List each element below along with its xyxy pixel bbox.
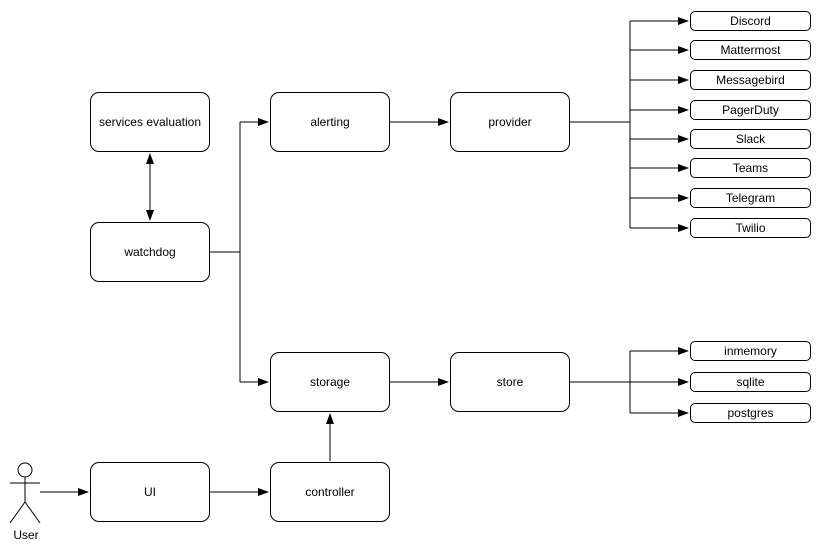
node-storage: storage bbox=[270, 352, 390, 412]
node-watchdog: watchdog bbox=[90, 222, 210, 282]
node-discord: Discord bbox=[690, 11, 811, 31]
node-pagerduty: PagerDuty bbox=[690, 100, 811, 120]
node-postgres: postgres bbox=[690, 403, 811, 423]
node-alerting: alerting bbox=[270, 92, 390, 152]
node-inmemory: inmemory bbox=[690, 341, 811, 361]
node-store: store bbox=[450, 352, 570, 412]
node-twilio: Twilio bbox=[690, 218, 811, 238]
node-mattermost: Mattermost bbox=[690, 40, 811, 60]
node-slack: Slack bbox=[690, 129, 811, 149]
node-controller: controller bbox=[270, 462, 390, 522]
node-telegram: Telegram bbox=[690, 188, 811, 208]
node-teams: Teams bbox=[690, 158, 811, 178]
user-actor-icon bbox=[9, 462, 41, 524]
node-services-evaluation: services evaluation bbox=[90, 92, 210, 152]
node-sqlite: sqlite bbox=[690, 372, 811, 392]
user-actor-label: User bbox=[13, 528, 39, 542]
node-ui: UI bbox=[90, 462, 210, 522]
node-provider: provider bbox=[450, 92, 570, 152]
node-messagebird: Messagebird bbox=[690, 70, 811, 90]
